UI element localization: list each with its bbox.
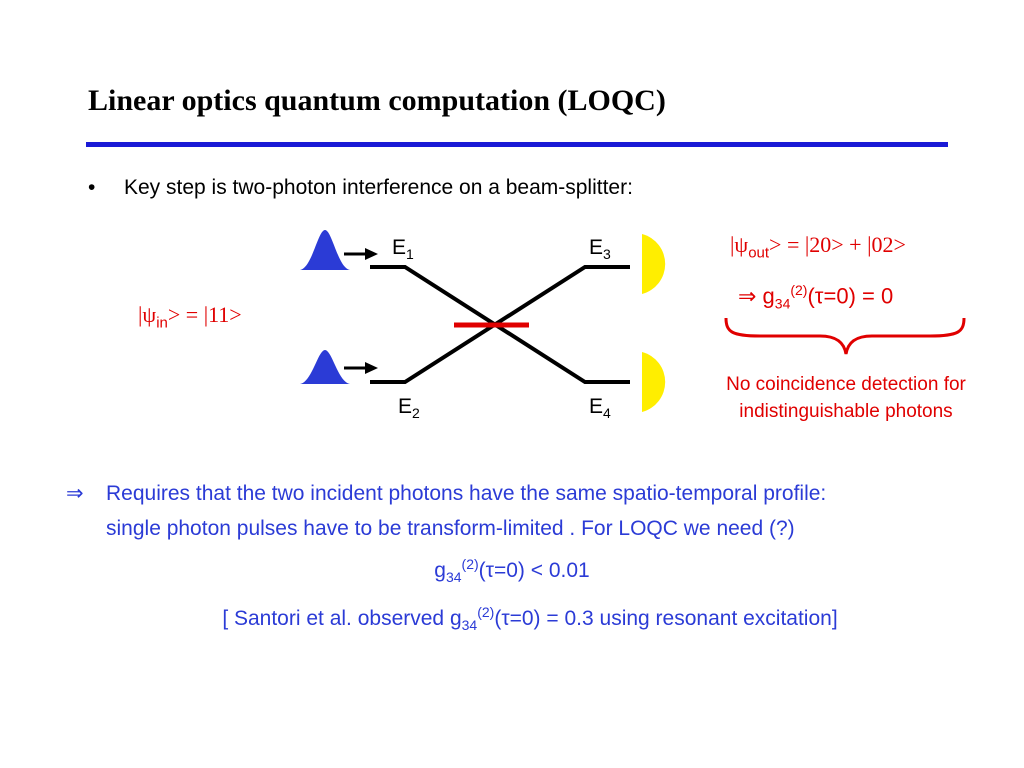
- input-arrow-1-head: [365, 248, 378, 260]
- input-arrow-2-head: [365, 362, 378, 374]
- requirement-line-2: single photon pulses have to be transfor…: [106, 517, 795, 540]
- port-label-e3: E3: [589, 236, 611, 263]
- detector-3-icon: [642, 234, 666, 294]
- title-underline: [86, 142, 948, 147]
- requirement-line-1: ⇒Requires that the two incident photons …: [66, 475, 826, 512]
- bullet-point: • Key step is two-photon interference on …: [88, 176, 633, 200]
- photon-pulse-2-icon: [300, 350, 350, 384]
- bullet-marker: •: [88, 176, 96, 199]
- bullet-text: Key step is two-photon interference on a…: [124, 176, 633, 199]
- g34-result: ⇒ g34(2)(τ=0) = 0: [738, 282, 894, 312]
- implies-arrow: ⇒: [66, 482, 84, 505]
- santori-note: [ Santori et al. observed g34(2)(τ=0) = …: [222, 604, 838, 634]
- port-label-e1: E1: [392, 236, 414, 263]
- requirement-line-3: g34(2)(τ=0) < 0.01: [434, 556, 590, 586]
- curly-brace: [724, 317, 966, 355]
- detector-4-icon: [642, 352, 666, 412]
- slide-title: Linear optics quantum computation (LOQC): [88, 84, 666, 117]
- photon-pulse-1-icon: [300, 230, 350, 270]
- psi-in-state: |ψin> = |11>: [138, 302, 242, 332]
- psi-out-state: |ψout> = |20> + |02>: [730, 232, 906, 262]
- port-label-e4: E4: [589, 395, 611, 422]
- coincidence-note: No coincidence detection for indistingui…: [726, 374, 966, 422]
- port-label-e2: E2: [398, 395, 420, 422]
